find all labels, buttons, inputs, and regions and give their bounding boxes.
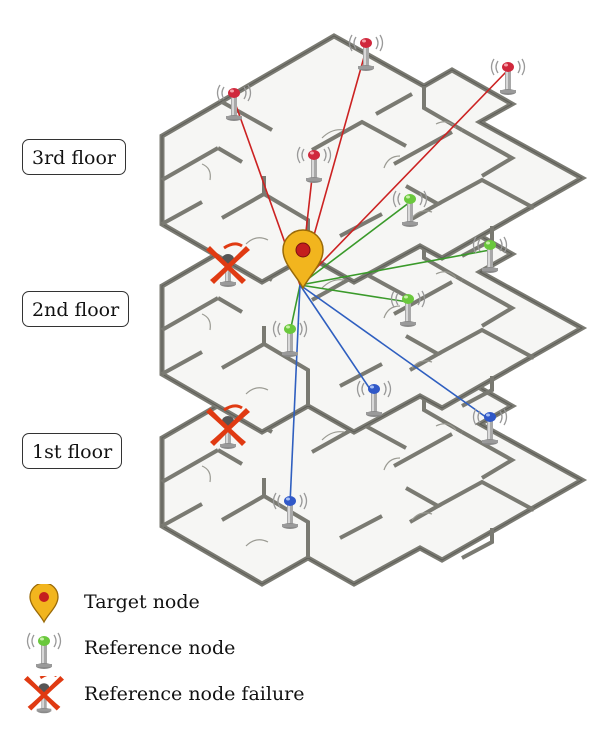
link-to-node-2b — [299, 249, 491, 286]
map-pin-icon — [29, 584, 59, 624]
floor-2-links — [289, 201, 491, 333]
link-to-node-2c — [299, 284, 409, 303]
reference-node-3d — [492, 59, 525, 95]
link-to-node-2a — [299, 201, 411, 286]
link-to-node-2d — [289, 284, 301, 333]
floor-label-1: 1st floor — [22, 433, 123, 469]
link-to-node-1a — [299, 284, 373, 393]
link-to-node-3d — [299, 71, 507, 286]
failed-node-icon — [22, 676, 66, 716]
link-to-node-1c — [289, 284, 301, 505]
floor-3-plan — [162, 36, 582, 282]
legend-target-node-label: Target node — [84, 591, 200, 613]
legend-reference-node-failure-label: Reference node failure — [84, 683, 305, 705]
legend-reference-node-label: Reference node — [84, 637, 236, 659]
floor-1-links — [289, 284, 491, 505]
target-pin-icon — [282, 229, 324, 290]
antenna-node-icon — [22, 630, 66, 670]
floor-label-3: 3rd floor — [22, 139, 127, 175]
floor-label-2: 2nd floor — [22, 291, 130, 327]
link-to-node-1b — [299, 284, 491, 421]
